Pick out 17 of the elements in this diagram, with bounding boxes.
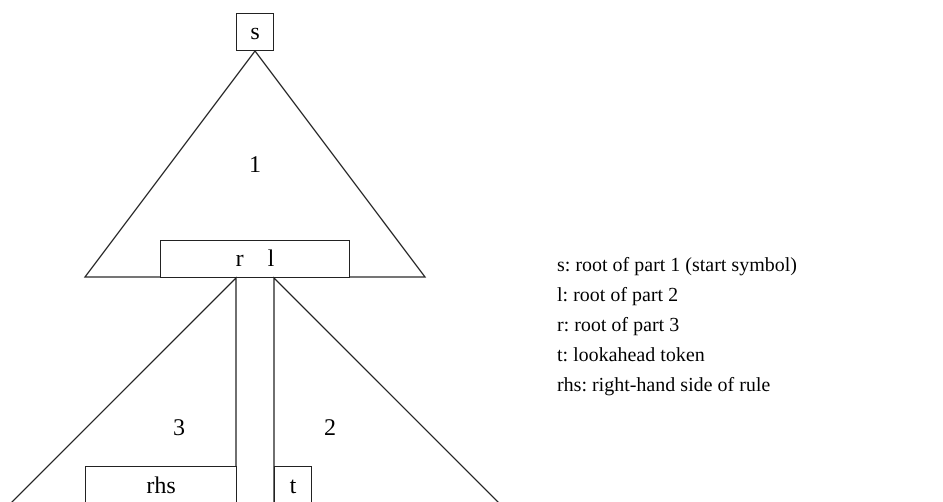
legend-note: rhs: right-hand side of rule	[557, 373, 772, 398]
symbol-box	[274, 466, 312, 502]
part-number: 3	[173, 416, 185, 440]
part-number: 1	[249, 153, 261, 177]
symbol-box	[160, 240, 350, 278]
node-label: s	[250, 20, 260, 44]
symbol-box	[85, 466, 237, 502]
legend-note: r: root of part 3	[557, 313, 680, 338]
node-label: t	[290, 474, 296, 498]
node-label: l	[268, 247, 274, 271]
part-number: 2	[324, 416, 336, 440]
symbol-box	[236, 13, 274, 51]
node-label: r	[236, 247, 244, 271]
legend-note: l: root of part 2	[557, 283, 680, 308]
legend-note: s: root of part 1 (start symbol)	[557, 253, 797, 278]
node-label: rhs	[146, 474, 176, 498]
legend-note: t: lookahead token	[557, 343, 706, 368]
